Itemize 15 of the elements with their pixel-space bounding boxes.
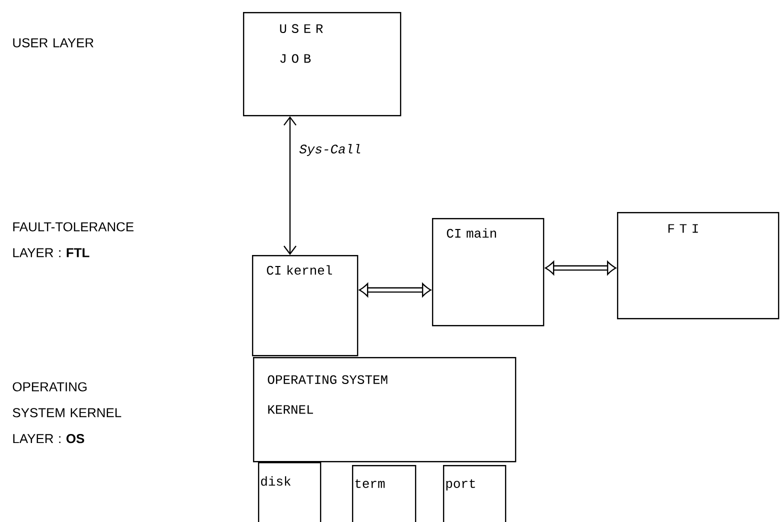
arrow xyxy=(544,261,616,275)
layer-label: FAULT-TOLERANCE LAYER : FTL xyxy=(13,222,134,258)
process-box: CI kernel xyxy=(252,255,358,356)
layer-label: OPERATING SYSTEM KERNEL LAYER : OS xyxy=(12,382,122,444)
edge-label: Sys-Call xyxy=(298,142,362,158)
process-box: U S E R J O B xyxy=(243,12,402,116)
layer-label: USER LAYER xyxy=(13,38,94,48)
process-box: OPERATING SYSTEM KERNEL xyxy=(253,357,516,462)
process-box: term xyxy=(352,465,416,522)
process-box: port xyxy=(443,465,506,522)
process-box: CI main xyxy=(432,218,544,326)
process-box: F T I xyxy=(617,212,780,320)
arrow xyxy=(358,283,432,297)
process-box: disk xyxy=(258,462,322,522)
arrow xyxy=(284,116,296,255)
